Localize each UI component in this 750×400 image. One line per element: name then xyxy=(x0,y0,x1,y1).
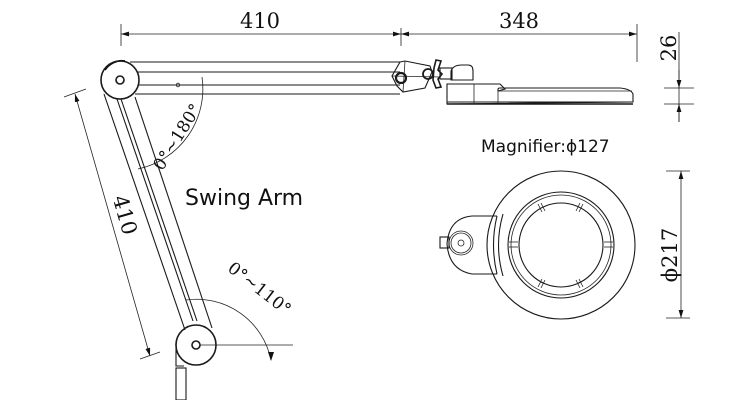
ring-slots xyxy=(509,202,613,289)
upper-pivot-joint xyxy=(100,59,140,100)
lower-angle-arc: 0°~110° xyxy=(185,258,295,361)
dim-upper-arm-value: 410 xyxy=(240,9,280,33)
upper-arm xyxy=(130,61,400,95)
head-connector xyxy=(391,59,474,93)
lower-pivot-joint xyxy=(175,324,293,400)
lower-angle-label: 0°~110° xyxy=(224,258,295,320)
dim-head-length-value: 348 xyxy=(499,9,539,33)
upper-angle-arc: 0°~180° xyxy=(137,76,206,174)
dim-head-thickness-value: 26 xyxy=(657,35,681,62)
upper-angle-label: 0°~180° xyxy=(150,100,206,174)
dim-lower-arm-value: 410 xyxy=(108,192,142,237)
dim-head-thickness: 26 xyxy=(657,32,694,122)
dim-upper-arm: 410 xyxy=(120,9,402,46)
magnifier-label: Magnifier:ϕ127 xyxy=(481,137,610,157)
dim-head-length: 348 xyxy=(401,9,638,62)
swing-arm-label: Swing Arm xyxy=(185,186,303,211)
dim-head-diameter-value: ϕ217 xyxy=(658,228,682,282)
dim-head-diameter: ϕ217 xyxy=(658,170,690,319)
lamp-head-side xyxy=(446,83,634,105)
magnifier-top-view xyxy=(439,170,636,320)
